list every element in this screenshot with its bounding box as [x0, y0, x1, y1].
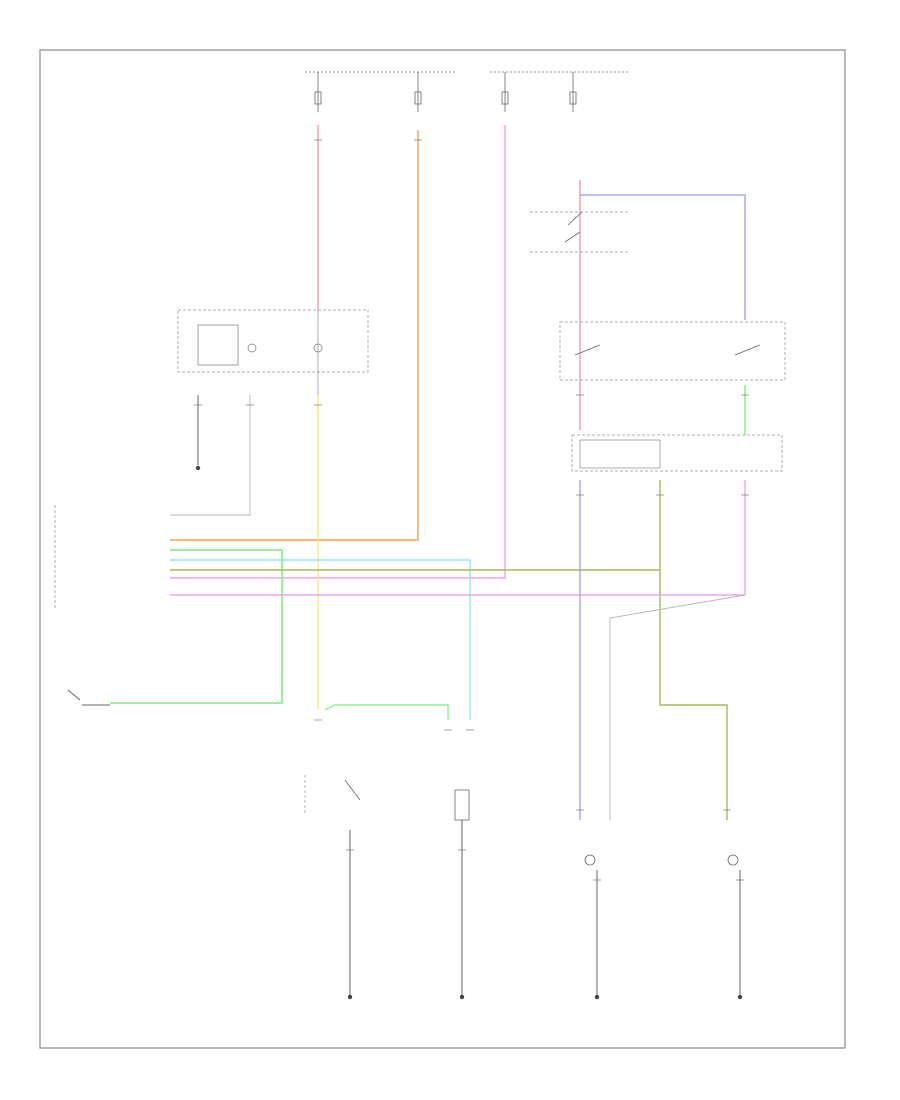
ground-1 — [195, 465, 201, 471]
wire-green-lower — [324, 704, 449, 720]
fuse-4 — [569, 72, 577, 112]
lamp-left — [584, 854, 596, 866]
wire-orange — [170, 130, 419, 541]
relay-box — [177, 309, 369, 395]
turn-signal-module — [571, 434, 783, 472]
sensor — [454, 789, 470, 821]
wire-gray-2 — [609, 594, 746, 820]
fuse-2 — [414, 72, 422, 112]
ground-5 — [737, 994, 743, 1000]
brake-switch — [530, 211, 630, 253]
fluid-level-switch — [304, 775, 361, 815]
fuse-3 — [501, 72, 509, 112]
turn-hazard-switch — [559, 321, 786, 381]
wire-blue-top — [580, 194, 746, 320]
fuse-1 — [314, 72, 322, 112]
wire-pink-vertical — [170, 125, 506, 579]
wire-cyan — [170, 559, 471, 720]
ground-4 — [594, 994, 600, 1000]
ground-2 — [347, 994, 353, 1000]
wire-olive-right — [659, 480, 728, 820]
lamp-right — [727, 854, 739, 866]
diagram-frame — [39, 49, 846, 1049]
connector-pins — [194, 139, 749, 881]
wire-green — [110, 549, 283, 704]
wire-gray-1 — [170, 395, 251, 516]
speed-switch — [67, 689, 110, 706]
ground-3 — [459, 994, 465, 1000]
